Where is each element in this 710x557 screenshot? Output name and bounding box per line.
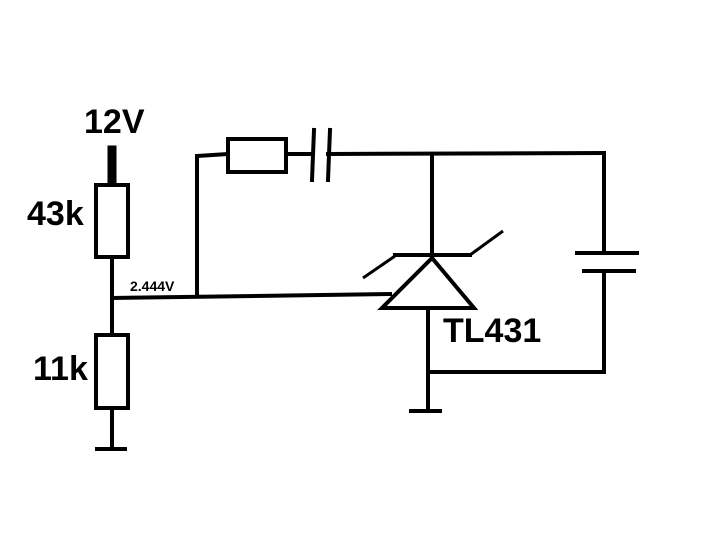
feedback-branch — [194, 150, 607, 298]
battery-symbol — [575, 251, 639, 273]
supply-voltage-label: 12V — [84, 103, 145, 141]
divider-voltage-label: 2.444V — [130, 278, 175, 294]
divider-wires — [109, 255, 393, 337]
resistor-43k — [94, 183, 130, 259]
capacitor-feedback — [309, 127, 333, 183]
battery-branch — [426, 151, 606, 374]
resistor-43k-label: 43k — [27, 195, 84, 233]
tl431-regulator — [362, 152, 504, 412]
resistor-feedback — [226, 137, 288, 174]
ground-symbol-left — [95, 406, 127, 451]
resistor-11k-label: 11k — [33, 350, 88, 388]
resistor-11k — [94, 333, 130, 410]
tl431-label: TL431 — [443, 312, 541, 350]
